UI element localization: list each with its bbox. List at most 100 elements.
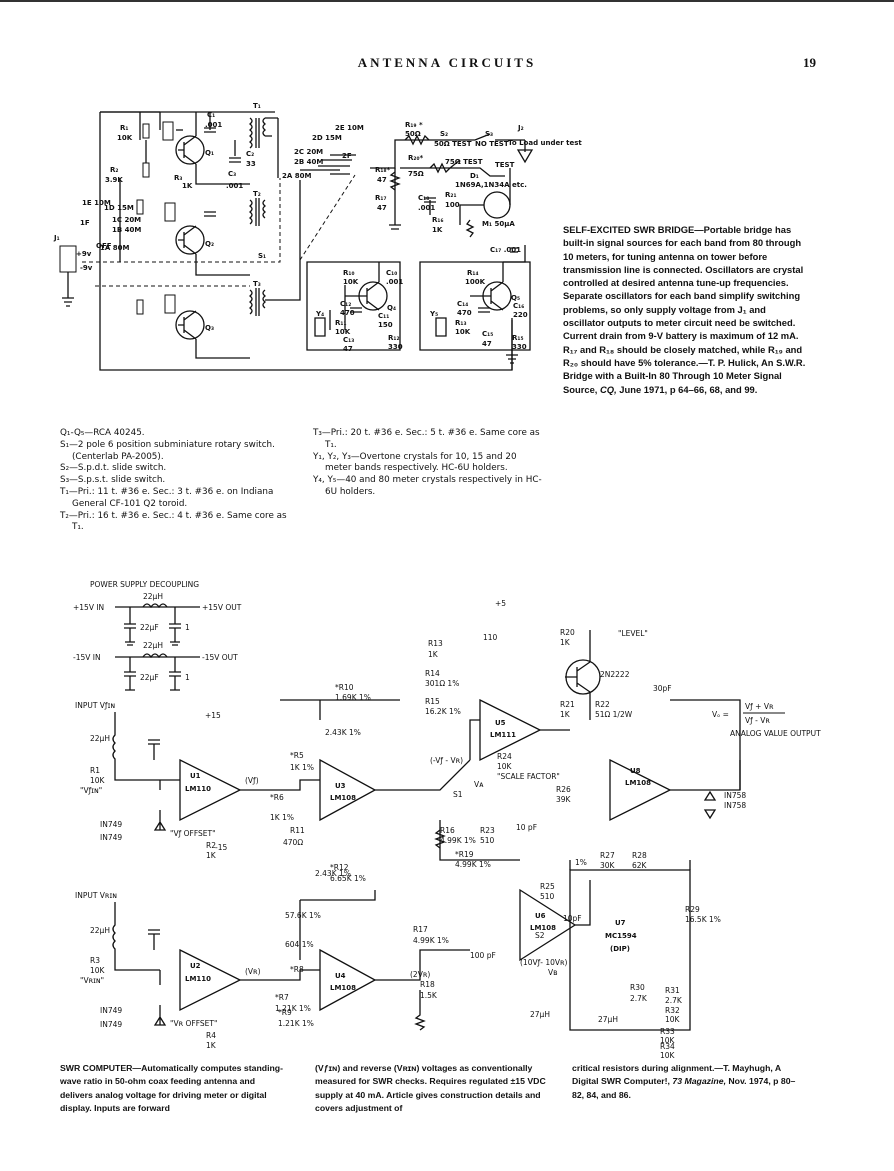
- label-vf-offset: "Vƒ OFFSET": [170, 829, 216, 838]
- figure2-caption-col3: critical resistors during alignment.—T. …: [572, 1062, 804, 1102]
- label-vf-node: (Vƒ): [245, 776, 259, 785]
- label-r15-value: 330: [512, 343, 527, 351]
- label-r2-value: 3.9K: [105, 176, 123, 184]
- label-r1-value: 10K: [117, 134, 133, 142]
- parts-list-left: Q₁-Q₅—RCA 40245. S₁—2 pole 6 position su…: [60, 428, 292, 534]
- label-r23-value: 510: [480, 836, 495, 845]
- label-m15-in: -15V IN: [73, 653, 101, 662]
- label-vfvr: (-Vƒ - Vʀ): [430, 756, 463, 765]
- figure1-caption-tail: June 1971, p 64–66, 68, and 99.: [616, 383, 758, 395]
- label-y4: Y₄: [315, 310, 324, 318]
- label-r19: *R19: [455, 850, 474, 859]
- label-s2-switch: S2: [535, 931, 545, 940]
- label-r10-value: 1.69K 1%: [335, 693, 371, 702]
- label-p15-in: +15V IN: [73, 603, 104, 612]
- label-c-22uf-a: 22μF: [140, 623, 159, 632]
- label-m1: M₁ 50μA: [482, 220, 515, 228]
- label-10pf-a: 10 pF: [516, 823, 537, 832]
- label-2e: 2E 10M: [335, 124, 364, 132]
- label-c18-value: .001: [418, 204, 435, 212]
- label-r1: R1: [90, 766, 100, 775]
- label-s3-notest: NO TEST: [475, 140, 509, 148]
- label-r20-value: 75Ω: [408, 170, 424, 178]
- label-c14-value: 470: [457, 309, 472, 317]
- label-r10: *R10: [335, 683, 354, 692]
- label-r28: R28: [632, 851, 647, 860]
- label-l-vrin: 22μH: [90, 926, 110, 935]
- label-1f: 1F: [80, 219, 90, 227]
- label-c11-value: 150: [378, 321, 393, 329]
- label-r22-value: 51Ω 1/2W: [595, 710, 633, 719]
- label-r2: R₂: [110, 166, 118, 174]
- label-s3: S₃: [485, 130, 493, 138]
- label-r29: R29: [685, 905, 700, 914]
- label-r13-value: 10K: [455, 328, 471, 336]
- label-vr-node: (Vʀ): [245, 967, 261, 976]
- label-r26-value: 39K: [556, 795, 572, 804]
- label-r33-value: 10K: [660, 1036, 676, 1045]
- figure2-caption-col1: SWR COMPUTER—Automatically computes stan…: [60, 1062, 290, 1115]
- label-u3: U3: [335, 782, 346, 790]
- label-r2-value: 1K: [206, 851, 217, 860]
- label-r7-value: 1.21K 1%: [275, 1004, 311, 1013]
- label-r21: R21: [560, 700, 575, 709]
- label-vrin-quoted: "Vʀɪɴ": [80, 976, 104, 985]
- label-2b: 2B 40M: [294, 158, 323, 166]
- label-r4: R4: [206, 1031, 216, 1040]
- label-r12: R₁₂: [388, 334, 400, 342]
- label-r7: *R7: [275, 993, 289, 1002]
- figure2-caption-magazine: 73 Magazine,: [672, 1076, 726, 1087]
- figure2-caption-text1: —Automatically computes standing-wave ra…: [60, 1063, 284, 1113]
- label-u3-type: LM108: [330, 794, 356, 802]
- label-c2-value: 33: [246, 160, 256, 168]
- label-r3: R3: [90, 956, 100, 965]
- label-c1: C₁: [207, 111, 215, 119]
- label-minus15: -15: [215, 843, 227, 852]
- label-1pct: 1%: [575, 858, 587, 867]
- label-r29-value: 16.5K 1%: [685, 915, 721, 924]
- label-j2: J₂: [517, 124, 524, 132]
- label-10vf-10vr: (10Vƒ- 10Vʀ): [520, 958, 568, 967]
- label-r13-value: 1K: [428, 650, 439, 659]
- label-c3-value: .001: [226, 182, 243, 190]
- parts-item: S₂—S.p.d.t. slide switch.: [60, 463, 167, 474]
- label-u7: U7: [615, 919, 626, 927]
- label-r12-value: 6.65K 1%: [330, 874, 366, 883]
- label-vo: Vₒ =: [712, 710, 729, 719]
- label-r9-value: 1.21K 1%: [278, 1019, 314, 1028]
- label-r17: R₁₇: [375, 194, 387, 202]
- label-1d: 1D 15M: [104, 204, 134, 212]
- label-30pf: 30pF: [653, 684, 672, 693]
- label-243k-a: 2.43K 1%: [325, 728, 361, 737]
- label-c15: C₁₅: [482, 330, 493, 338]
- label-c2: C₂: [246, 150, 254, 158]
- parts-item: S₃—S.p.s.t. slide switch.: [60, 475, 166, 486]
- label-100pf: 100 pF: [470, 951, 496, 960]
- label-243k-b: 2.43K 1%: [315, 869, 351, 878]
- label-2f: 2F: [342, 152, 352, 160]
- label-2vr-node: (2Vʀ): [410, 970, 430, 979]
- figure1-caption-title: SELF-EXCITED SWR BRIDGE: [563, 224, 695, 235]
- label-r3: R₃: [174, 174, 182, 182]
- label-c3: C₃: [228, 170, 236, 178]
- page-number: 19: [803, 55, 816, 70]
- label-c12-value: 470: [340, 309, 355, 317]
- label-in749-c: IN749: [100, 1006, 122, 1015]
- label-r13: R₁₃: [455, 319, 467, 327]
- label-in749-a: IN749: [100, 820, 122, 829]
- label-r25-value: 510: [540, 892, 555, 901]
- label-r19-value: 4.99K 1%: [455, 860, 491, 869]
- label-t3: T₃: [253, 280, 261, 288]
- label-c13-value: 47: [343, 345, 353, 353]
- label-10pf-b: 10pF: [563, 914, 582, 923]
- label-s2: S₂: [440, 130, 448, 138]
- label-input-vfin: INPUT Vƒɪɴ: [75, 701, 115, 710]
- figure2-caption-text2: (Vƒɪɴ) and reverse (Vʀɪɴ) voltages as co…: [315, 1063, 546, 1113]
- label-r32: R32: [665, 1006, 680, 1015]
- label-l-22uh-a: 22μH: [143, 592, 163, 601]
- label-u7-dip: (DIP): [610, 945, 630, 953]
- label-u7-type: MC1594: [605, 932, 637, 940]
- label-r18: R18: [420, 980, 435, 989]
- label-2n2222: 2N2222: [600, 670, 630, 679]
- label-2c: 2C 20M: [294, 148, 323, 156]
